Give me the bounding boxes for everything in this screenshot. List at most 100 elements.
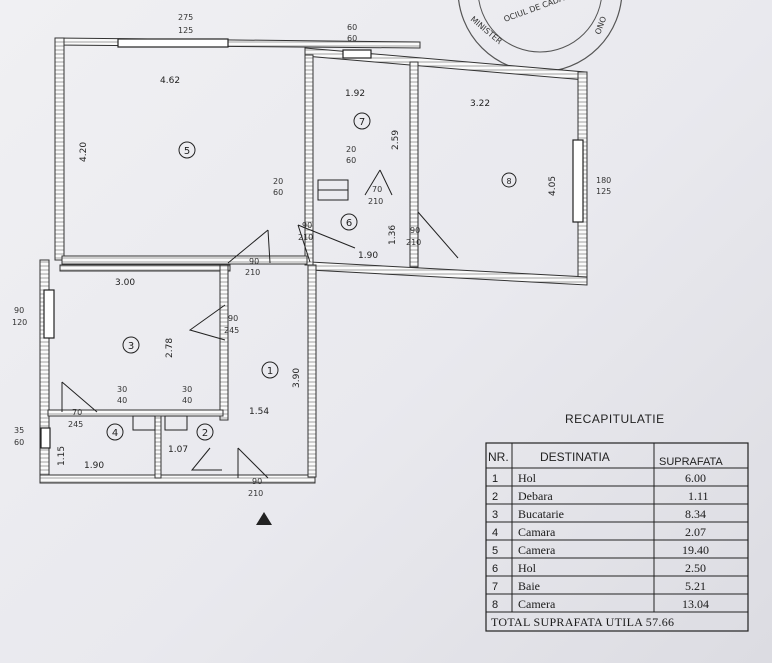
room-number-7: 7 (353, 112, 371, 130)
door-4-h: 245 (224, 326, 239, 335)
dim-room4-height: 1.15 (57, 446, 67, 466)
dim-room1-height: 3.90 (292, 368, 302, 388)
recap-row: 4 Camara 2.07 (492, 525, 706, 539)
room-number-5: 5 (178, 141, 196, 159)
room-numbers: 5 7 8 6 3 1 4 2 (106, 112, 517, 441)
vent-2-h: 60 (273, 188, 283, 197)
dim-room4-width: 1.90 (84, 461, 104, 471)
room-number-3: 3 (122, 336, 140, 354)
svg-text:8.34: 8.34 (685, 507, 706, 521)
svg-text:8: 8 (492, 599, 498, 611)
room-number-6: 6 (340, 213, 358, 231)
recap-section: RECAPITULATIE NR. DESTINATIA SUPRAFATA 1… (485, 412, 749, 632)
svg-text:Camera: Camera (518, 597, 556, 611)
door-4-w: 90 (228, 314, 238, 323)
recap-row: 7 Baie 5.21 (492, 579, 706, 593)
svg-text:1: 1 (492, 473, 498, 485)
svg-text:2: 2 (492, 491, 498, 503)
svg-text:19.40: 19.40 (682, 543, 709, 557)
door-5-w: 70 (372, 185, 382, 194)
window-1-h: 125 (178, 26, 193, 35)
vent-3-h: 40 (117, 396, 127, 405)
svg-text:6.00: 6.00 (685, 471, 706, 485)
svg-text:5: 5 (492, 545, 498, 557)
recap-row: 3 Bucatarie 8.34 (492, 507, 706, 521)
dim-room8-width: 3.22 (470, 99, 490, 109)
dim-room6-width: 1.90 (358, 251, 378, 261)
svg-text:Baie: Baie (518, 579, 540, 593)
window-5-w: 35 (14, 426, 24, 435)
window-4-w: 90 (14, 306, 24, 315)
window-3-h: 125 (596, 187, 611, 196)
window-1-w: 275 (178, 13, 193, 22)
recap-row: 5 Camera 19.40 (492, 543, 709, 557)
door-7-w: 90 (252, 477, 262, 486)
recap-table (485, 442, 749, 632)
svg-text:4: 4 (492, 527, 498, 539)
svg-text:1: 1 (267, 366, 273, 377)
svg-text:3: 3 (492, 509, 498, 521)
room-number-1: 1 (261, 361, 279, 379)
window-4-h: 120 (12, 318, 27, 327)
stamp-text-inner: OCIUL DE CADASTRU (503, 0, 586, 24)
svg-text:13.04: 13.04 (682, 597, 709, 611)
door-2-h: 210 (298, 233, 313, 242)
entrance-arrow-icon (256, 512, 272, 525)
door-swings (61, 169, 459, 479)
window-2-w: 60 (347, 23, 357, 32)
vent-1-w: 20 (346, 145, 356, 154)
svg-text:2.07: 2.07 (685, 525, 706, 539)
dim-room7-width: 1.92 (345, 89, 365, 99)
recap-title: RECAPITULATIE (565, 412, 665, 426)
svg-text:3: 3 (128, 341, 134, 352)
door-7-h: 210 (248, 489, 263, 498)
vent-4-w: 30 (182, 385, 192, 394)
svg-text:5: 5 (184, 146, 190, 157)
door-2-w: 90 (302, 221, 312, 230)
room-dimension-labels: 4.62 4.20 1.92 2.59 3.22 4.05 1.36 1.90 … (57, 76, 558, 471)
cadastre-stamp: MINISTER OCIUL DE CADASTRU ONO (458, 0, 622, 73)
svg-text:Debara: Debara (518, 489, 553, 503)
window-labels: 275 125 60 60 180 125 90 120 35 60 (12, 13, 611, 447)
recap-row: 6 Hol 2.50 (492, 561, 706, 575)
recap-row: 8 Camera 13.04 (492, 597, 709, 611)
stamp-text-outer: MINISTER (469, 15, 504, 47)
dim-room6-height: 1.36 (388, 225, 398, 245)
door-6-h: 245 (68, 420, 83, 429)
dim-room5-width: 4.62 (160, 76, 180, 86)
vent-2-w: 20 (273, 177, 283, 186)
walls (39, 37, 588, 484)
dim-room5-height: 4.20 (79, 142, 89, 162)
svg-text:7: 7 (359, 117, 365, 128)
svg-text:Camera: Camera (518, 543, 556, 557)
recap-row: 1 Hol 6.00 (492, 471, 706, 485)
svg-text:6: 6 (346, 218, 352, 229)
svg-text:Bucatarie: Bucatarie (518, 507, 564, 521)
room-number-2: 2 (196, 423, 214, 441)
vent-1-h: 60 (346, 156, 356, 165)
window-openings (40, 38, 584, 449)
window-3-w: 180 (596, 176, 611, 185)
svg-text:2: 2 (202, 428, 208, 439)
svg-text:Camara: Camara (518, 525, 556, 539)
svg-text:8: 8 (506, 177, 511, 186)
door-5-h: 210 (368, 197, 383, 206)
window-5-h: 60 (14, 438, 24, 447)
svg-text:2.50: 2.50 (685, 561, 706, 575)
window-2-h: 60 (347, 34, 357, 43)
dim-room1-width: 1.54 (249, 407, 269, 417)
vent-3-w: 30 (117, 385, 127, 394)
dim-room2-width: 1.07 (168, 445, 188, 455)
door-labels: 90 210 90 210 90 210 90 245 70 210 70 24… (68, 145, 421, 498)
door-3-h: 210 (406, 238, 421, 247)
recap-total: TOTAL SUPRAFATA UTILA 57.66 (491, 615, 674, 629)
door-3-w: 90 (410, 226, 420, 235)
dim-room3-height: 2.78 (165, 338, 175, 358)
dim-room8-height: 4.05 (548, 176, 558, 196)
svg-text:1.11: 1.11 (688, 489, 709, 503)
dim-room3-width: 3.00 (115, 278, 135, 288)
svg-text:5.21: 5.21 (685, 579, 706, 593)
room-number-8: 8 (501, 172, 517, 188)
svg-text:Hol: Hol (518, 471, 537, 485)
